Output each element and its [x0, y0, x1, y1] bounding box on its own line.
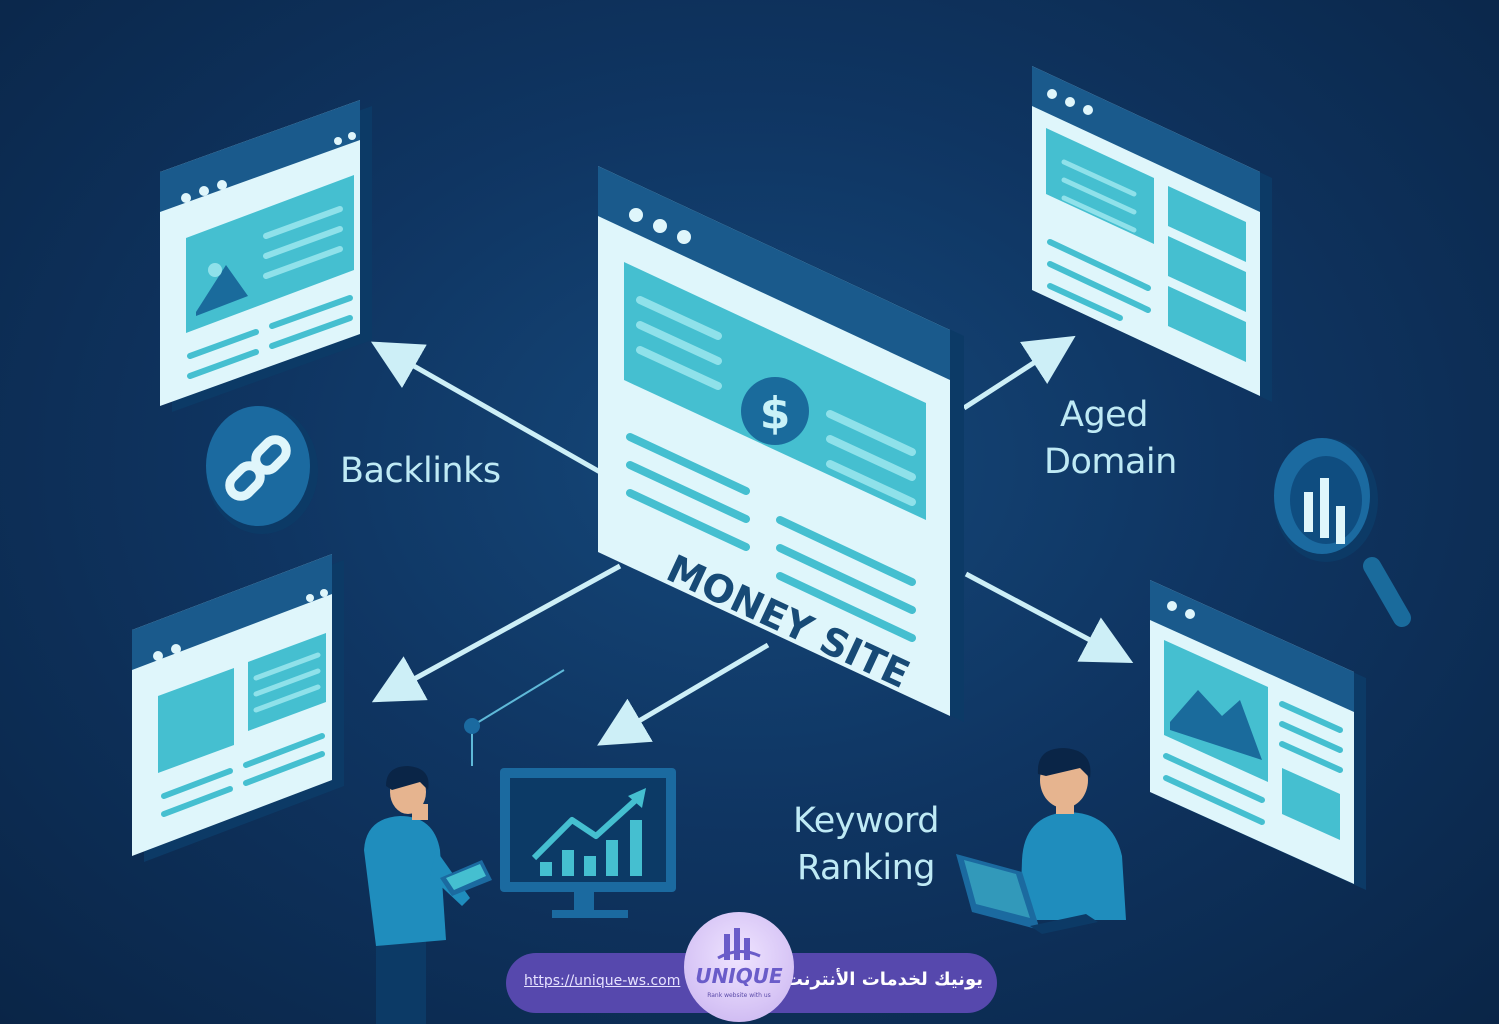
- keyword-ranking-label: Keyword Ranking: [780, 798, 952, 892]
- magnifier-chart-icon: [1274, 438, 1411, 627]
- logo-word: UNIQUE: [695, 964, 783, 988]
- person-with-tablet: [364, 766, 492, 1024]
- image-icon: [196, 265, 248, 316]
- link-icon: [206, 406, 318, 534]
- trend-chart-icon: [531, 788, 646, 876]
- connection-arrows: [370, 335, 1134, 746]
- keyword-ranking-label-line2: Ranking: [796, 848, 936, 888]
- keyword-ranking-label-line1: Keyword: [793, 801, 940, 841]
- arrow-to-chart: [597, 642, 770, 746]
- currency-symbol: $: [760, 388, 791, 439]
- backlink-site-window-bottom: [132, 554, 344, 862]
- logo-tagline: Rank website with us: [707, 992, 771, 999]
- arrow-to-bottom-right-site: [964, 571, 1134, 664]
- dollar-icon: [741, 377, 809, 445]
- logo-mark-icon: [717, 928, 761, 960]
- aged-domain-label-line1: Aged: [1060, 395, 1148, 435]
- backlink-site-window-top: [160, 100, 372, 412]
- unique-logo: UNIQUE Rank website with us: [684, 912, 794, 1022]
- person-with-laptop: [956, 748, 1126, 934]
- site-arabic-name: يونيك لخدمات الأنترنت: [784, 969, 983, 990]
- aged-domain-site-window: [1032, 66, 1272, 402]
- arrow-to-backlinks: [370, 341, 602, 475]
- aged-domain-label: Aged Domain: [1044, 392, 1177, 486]
- arrow-to-aged-domain: [962, 335, 1076, 411]
- keyword-site-window: [1150, 580, 1366, 890]
- arrow-to-bottom-left-site: [371, 563, 622, 703]
- backlinks-label: Backlinks: [340, 451, 501, 491]
- aged-domain-label-line2: Domain: [1044, 442, 1177, 482]
- money-site-window: $ MONEY SITE: [598, 166, 964, 722]
- site-url-link[interactable]: https://unique-ws.com: [524, 973, 681, 989]
- trend-chart-monitor: [464, 669, 676, 918]
